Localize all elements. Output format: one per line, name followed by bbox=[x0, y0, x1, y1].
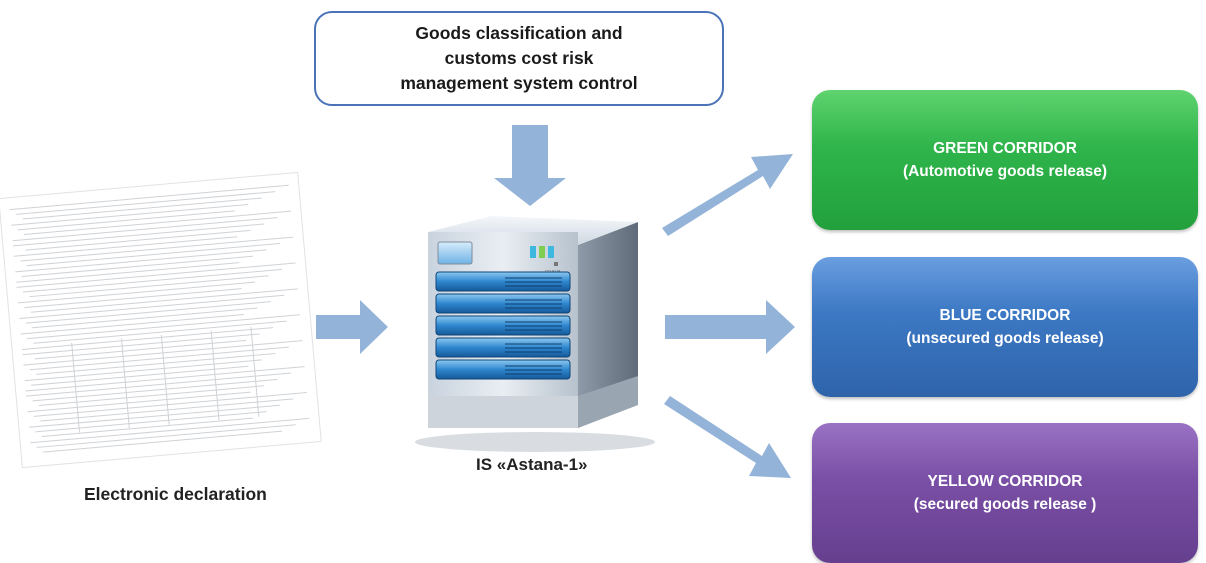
yellow-corridor-subtitle: (secured goods release ) bbox=[913, 496, 1097, 513]
document-line bbox=[40, 398, 294, 422]
arrow-down-icon bbox=[494, 125, 566, 206]
document-column-line bbox=[71, 342, 80, 433]
document-line bbox=[32, 378, 278, 402]
document-line bbox=[19, 294, 285, 319]
document-line bbox=[13, 236, 238, 257]
document-line bbox=[33, 320, 287, 344]
yellow-corridor-box: YELLOW CORRIDOR (secured goods release ) bbox=[812, 423, 1198, 563]
document-line bbox=[26, 372, 292, 397]
document-line bbox=[33, 391, 307, 417]
document-line bbox=[20, 236, 294, 262]
document-line bbox=[24, 288, 242, 309]
blue-corridor-title: BLUE CORRIDOR bbox=[939, 307, 1071, 324]
document-line bbox=[22, 268, 283, 293]
document-line bbox=[30, 288, 298, 313]
document-lines bbox=[9, 184, 310, 453]
document-line bbox=[34, 339, 247, 360]
document-line bbox=[30, 417, 310, 444]
document-column-line bbox=[210, 330, 220, 421]
arrow-right-icon bbox=[316, 300, 388, 354]
green-corridor-box: GREEN CORRIDOR (Automotive goods release… bbox=[812, 90, 1198, 230]
server-label: IS «Astana-1» bbox=[476, 455, 588, 474]
document-line bbox=[22, 333, 260, 356]
document-line bbox=[43, 430, 283, 453]
document-line bbox=[16, 262, 240, 283]
document-line bbox=[22, 197, 262, 220]
blue-corridor-subtitle: (unsecured goods release) bbox=[906, 330, 1104, 347]
arrow-up-right-icon bbox=[662, 154, 793, 236]
document-line bbox=[26, 242, 280, 267]
document-line bbox=[29, 275, 269, 298]
document-line bbox=[23, 210, 292, 236]
arrow-right-blue-icon bbox=[665, 300, 795, 354]
declaration-label: Electronic declaration bbox=[84, 484, 267, 504]
declaration-document bbox=[0, 171, 322, 469]
document-line bbox=[20, 313, 244, 335]
document-line bbox=[27, 391, 251, 413]
document-line bbox=[27, 314, 301, 340]
document-line bbox=[31, 365, 249, 386]
risk-management-text: Goods classification and customs cost ri… bbox=[354, 21, 684, 96]
document-line bbox=[25, 301, 271, 324]
document-line bbox=[36, 352, 276, 375]
document-line bbox=[28, 404, 280, 428]
document-line bbox=[16, 262, 296, 288]
risk-management-box: Goods classification and customs cost ri… bbox=[314, 11, 724, 106]
document-line bbox=[15, 249, 267, 273]
document-column-line bbox=[160, 334, 170, 425]
yellow-corridor-title: YELLOW CORRIDOR bbox=[927, 473, 1083, 490]
document-line bbox=[41, 417, 253, 438]
document-line bbox=[35, 411, 267, 433]
risk-management-line-3: management system control bbox=[400, 73, 638, 93]
document-line bbox=[29, 346, 289, 371]
document-line bbox=[24, 359, 262, 382]
document-line bbox=[17, 210, 235, 231]
document-line bbox=[25, 229, 251, 251]
risk-management-line-2: customs cost risk bbox=[444, 48, 594, 68]
document-line bbox=[36, 424, 296, 448]
green-corridor-title: GREEN CORRIDOR bbox=[933, 140, 1077, 157]
document-column-line bbox=[120, 338, 130, 429]
document-line bbox=[16, 191, 276, 215]
document-line bbox=[11, 203, 249, 226]
document-line bbox=[12, 223, 265, 247]
document-column-line bbox=[250, 327, 260, 417]
green-corridor-subtitle: (Automotive goods release) bbox=[902, 163, 1108, 180]
risk-management-line-1: Goods classification and bbox=[415, 23, 623, 43]
server-icon: ISVIVA bbox=[415, 216, 655, 452]
document-line bbox=[22, 327, 274, 351]
document-line bbox=[32, 307, 258, 329]
document-line bbox=[12, 217, 278, 242]
blue-corridor-box: BLUE CORRIDOR (unsecured goods release) bbox=[812, 257, 1198, 397]
drive-bays bbox=[435, 271, 571, 380]
document-line bbox=[21, 255, 253, 277]
document-line bbox=[9, 184, 289, 211]
document-line bbox=[17, 281, 256, 304]
arrow-down-right-icon bbox=[664, 396, 791, 478]
